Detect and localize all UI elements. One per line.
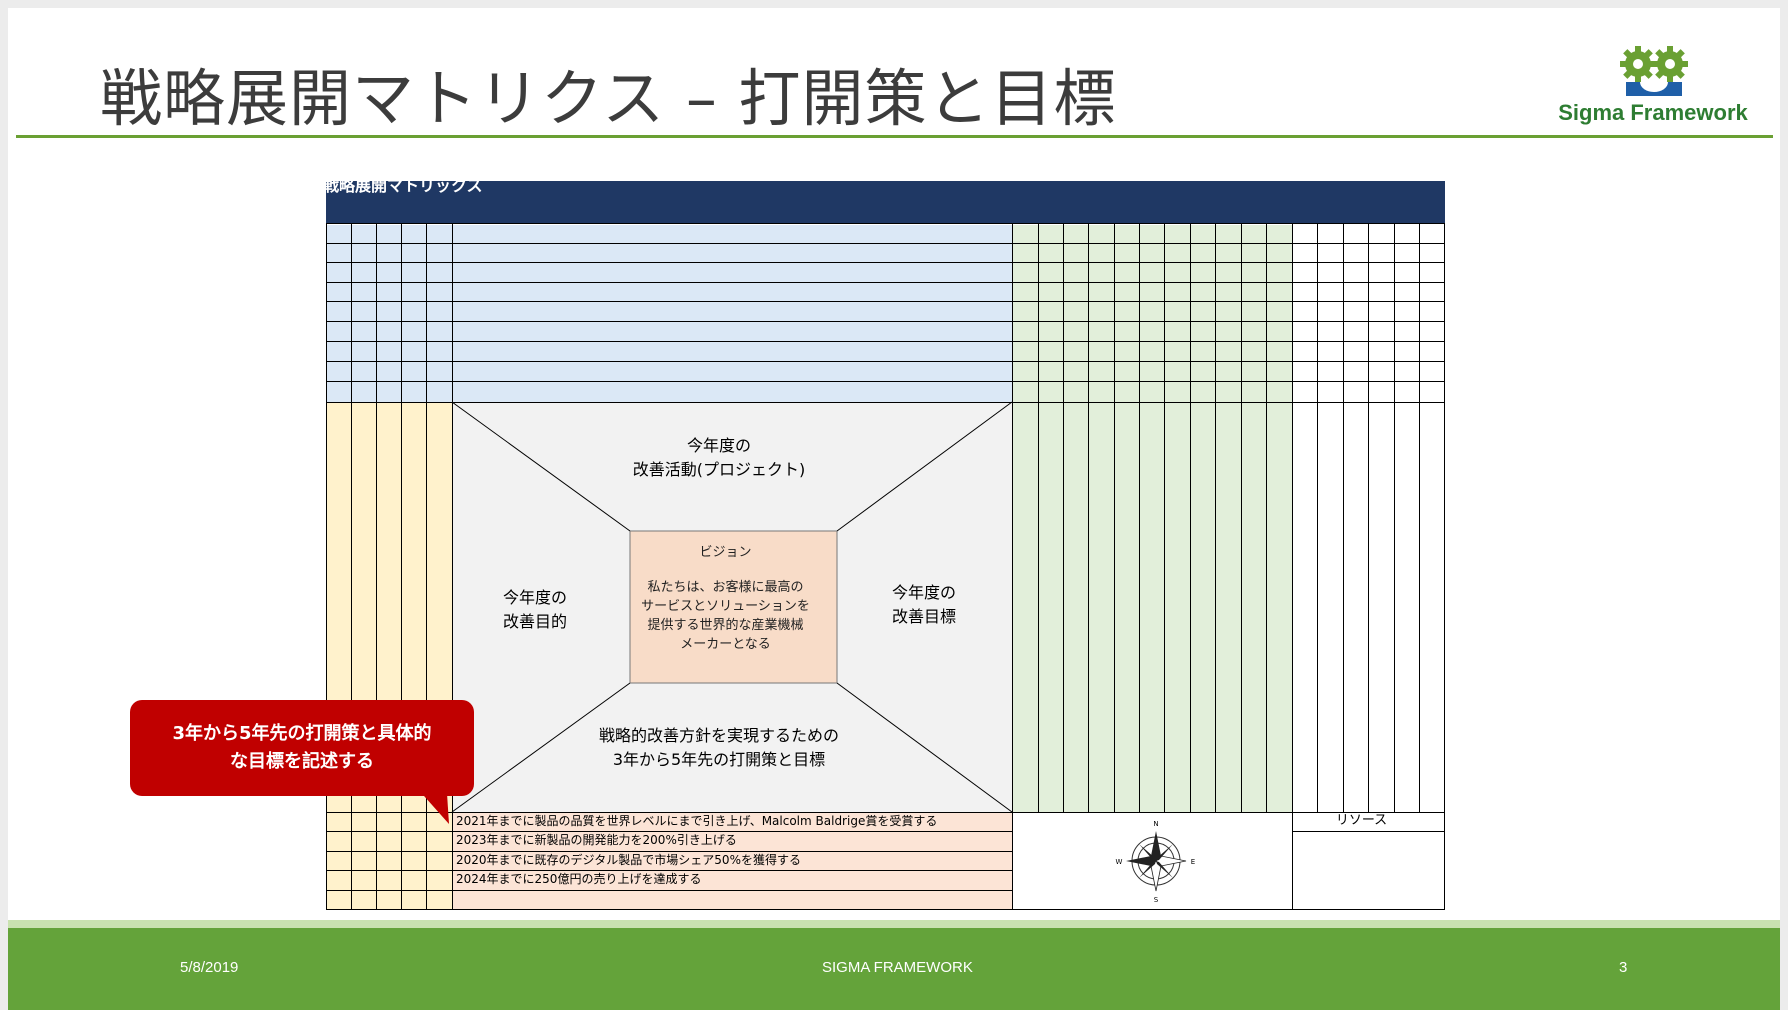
vision-line: 私たちは、お客様に最高の [647,580,804,595]
footer-title: SIGMA FRAMEWORK [822,959,973,976]
left-label: 今年度の 改善目的 [470,586,600,634]
svg-text:E: E [1191,858,1195,866]
resource-label: リソース [1335,813,1388,828]
svg-text:W: W [1116,858,1123,866]
bottom-label-line1: 戦略的改善方針を実現するための [598,726,839,745]
footer-page-number: 3 [1619,959,1628,976]
top-label: 今年度の 改善活動(プロジェクト) [438,434,1000,482]
matrix-header-label: 戦略展開マトリックス [323,176,483,195]
right-label-line1: 今年度の [891,583,956,602]
goal-row: 2020年までに既存のデジタル製品で市場シェア50%を獲得する [456,853,801,867]
sigma-framework-logo: Sigma Framework [1548,36,1758,132]
vision-box [629,530,838,684]
callout-line2: な目標を記述する [230,751,374,772]
slide-title: 戦略展開マトリクス – 打開策と目標 [100,62,1117,135]
goal-row: 2023年までに新製品の開発能力を200%引き上げる [456,833,737,847]
bottom-label: 戦略的改善方針を実現するための 3年から5年先の打開策と目標 [438,724,1000,772]
svg-text:N: N [1153,820,1158,828]
goal-row: 2021年までに製品の品質を世界レベルにまで引き上げ、Malcolm Baldr… [456,814,938,828]
footer-band [8,920,1780,928]
compass-rose-icon: N S E W [1116,820,1196,904]
vision-line: サービスとソリューションを [641,599,810,614]
top-label-line2: 改善活動(プロジェクト) [632,460,806,479]
gears-logo-icon [1620,46,1688,96]
vision-title: ビジョン [699,545,752,560]
bottom-label-line2: 3年から5年先の打開策と目標 [612,750,826,769]
left-label-line1: 今年度の [502,588,567,607]
right-label: 今年度の 改善目標 [859,581,989,629]
svg-text:S: S [1154,896,1159,904]
callout-line1: 3年から5年先の打開策と具体的 [172,723,432,744]
vision-line: 提供する世界的な産業機械 [647,618,804,633]
goal-row: 2024年までに250億円の売り上げを達成する [456,872,702,886]
matrix-header-bar [326,181,1445,223]
vision-content: ビジョン 私たちは、お客様に最高の サービスとソリューションを 提供する世界的な… [622,543,829,654]
top-label-line1: 今年度の [686,436,751,455]
slide: 戦略展開マトリクス – 打開策と目標 [8,8,1780,1010]
left-label-line2: 改善目的 [502,612,567,631]
footer: 5/8/2019 SIGMA FRAMEWORK 3 [8,928,1780,1010]
callout-pointer [408,778,449,824]
footer-date: 5/8/2019 [180,959,239,976]
title-divider [16,135,1773,138]
right-label-line2: 改善目標 [891,607,956,626]
vision-line: メーカーとなる [680,637,771,652]
strategy-deployment-matrix: N S E W [326,181,1445,910]
logo-text: Sigma Framework [1558,100,1748,125]
